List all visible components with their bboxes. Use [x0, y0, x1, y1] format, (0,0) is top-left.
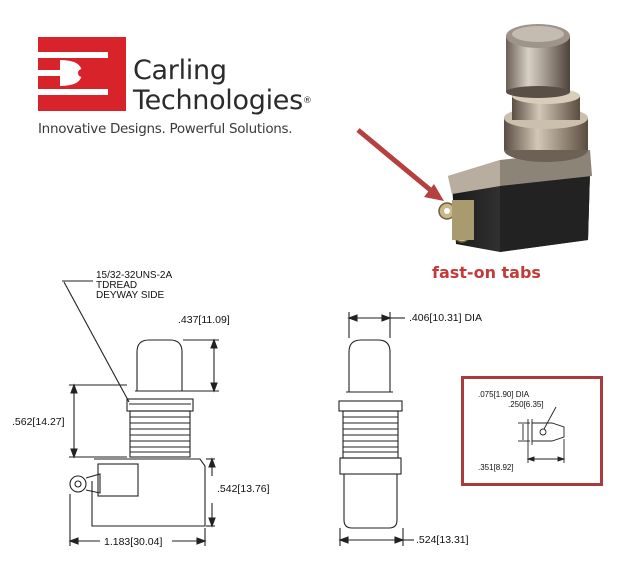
dim-base: .524[13.31] [416, 534, 469, 546]
company-name: Carling Technologies® [133, 56, 312, 116]
dim-width: 1.183[30.04] [104, 536, 163, 548]
company-name-line1: Carling [133, 55, 227, 86]
fast-on-tabs-label: fast-on tabs [432, 263, 541, 282]
thread-note-line1: 15/32-32UNS-2A [96, 270, 173, 281]
thread-note-line2: TDREAD [96, 280, 138, 291]
dim-length: .351[8.92] [478, 463, 514, 472]
dim-hole: .075[1.90] DIA [478, 390, 530, 399]
pushbutton-switch-photo [438, 24, 592, 252]
registered-mark: ® [302, 96, 312, 106]
dim-cap-dia: .406[10.31] DIA [409, 312, 482, 324]
dim-cap-height: .437[11.09] [178, 314, 230, 326]
company-name-line2: Technologies [133, 85, 303, 116]
terminal-detail-box: .075[1.90] DIA .250[6.35] .351[8.92] [461, 376, 603, 486]
dim-tab: .250[6.35] [508, 400, 544, 409]
dim-bushing: .562[14.27] [12, 416, 65, 428]
carling-logo-icon [38, 37, 126, 111]
callout-arrow-icon [356, 128, 444, 201]
terminal-detail-drawing [518, 406, 566, 463]
thread-note-line3: DEYWAY SIDE [96, 290, 165, 301]
front-view-drawing [338, 312, 414, 546]
thread-note: 15/32-32UNS-2A TDREAD DEYWAY SIDE [96, 271, 172, 301]
dim-body: .542[13.76] [217, 483, 270, 495]
tagline: Innovative Designs. Powerful Solutions. [38, 121, 293, 137]
